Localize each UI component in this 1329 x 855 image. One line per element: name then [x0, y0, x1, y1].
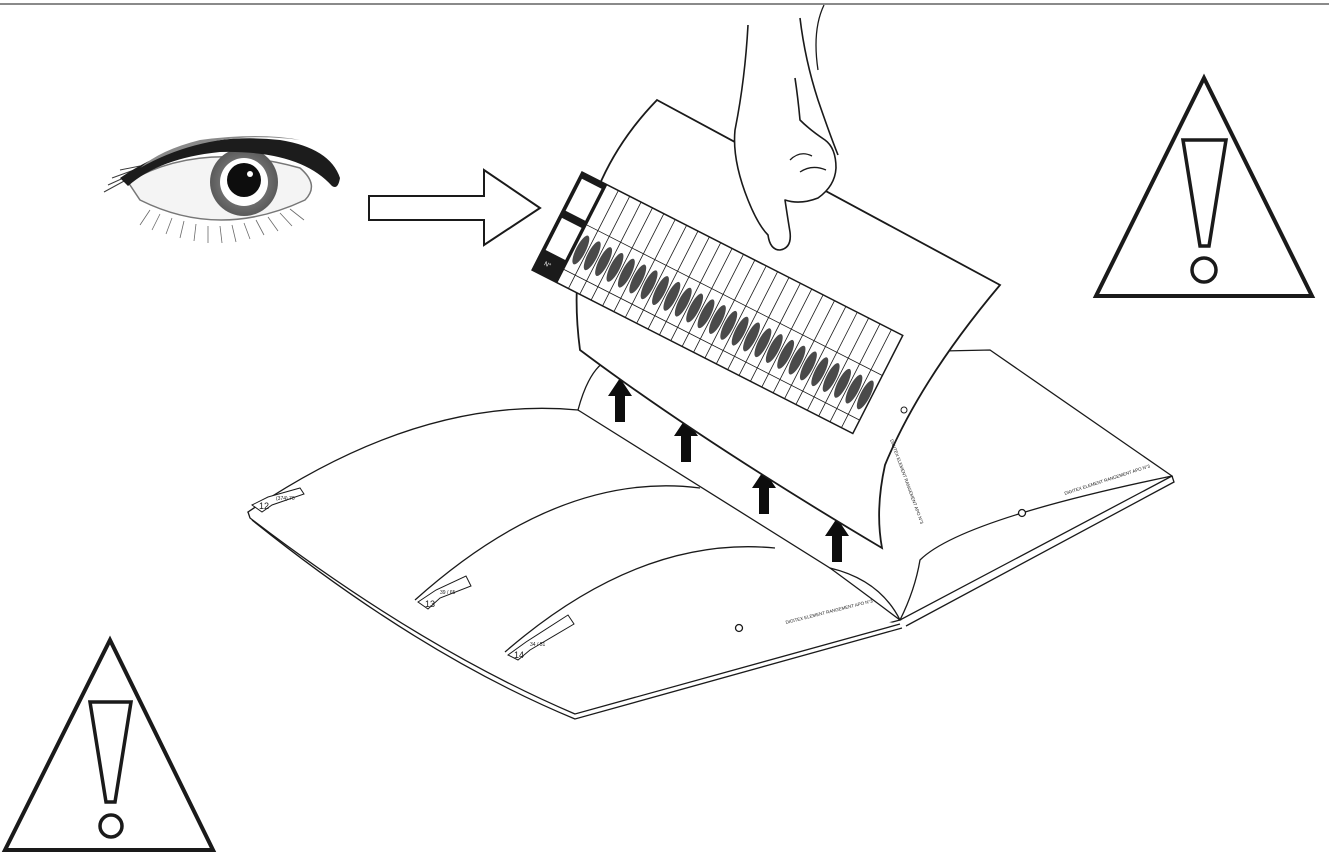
tab-number: 12: [259, 501, 269, 511]
tab-range: 34 / 51: [530, 642, 546, 648]
eye-icon: [104, 136, 340, 243]
warning-triangle-icon: [1096, 78, 1312, 296]
warning-triangle-icon: [5, 640, 213, 850]
tab-range: (374) 70: [276, 496, 295, 502]
right-arrow-icon: [369, 170, 540, 245]
tab-number: 14: [514, 650, 524, 660]
tab-number: 13: [425, 599, 435, 609]
tab-range: 39 / 65: [440, 590, 456, 596]
